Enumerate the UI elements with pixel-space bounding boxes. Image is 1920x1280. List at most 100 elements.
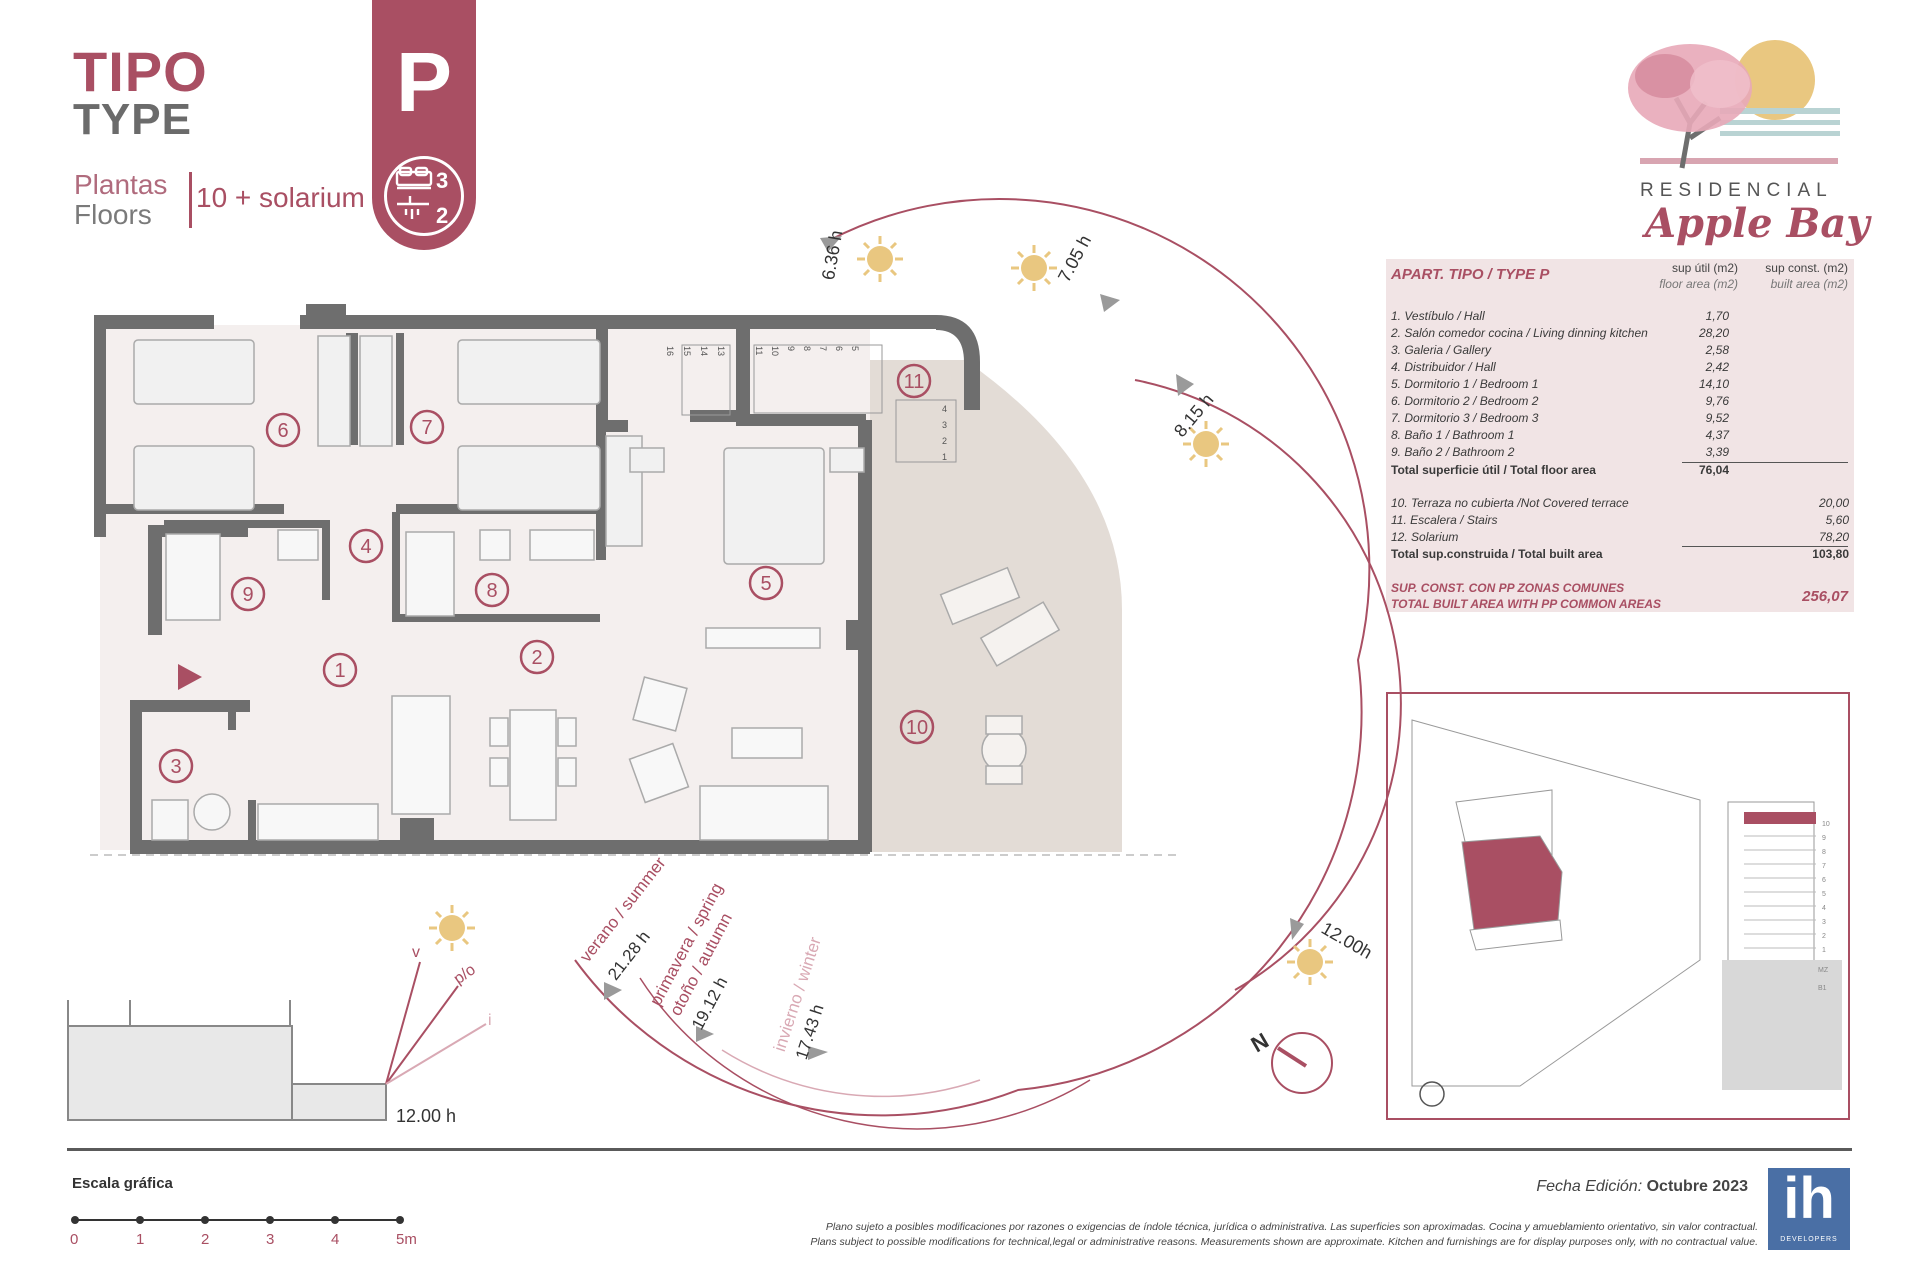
room-3-marker <box>158 748 194 784</box>
type-heading: TYPE <box>73 95 192 144</box>
stair-step-label: 7 <box>818 346 828 351</box>
room-2-marker <box>519 639 555 675</box>
section-label-v: v <box>412 944 420 961</box>
common-areas-label-es: SUP. CONST. CON PP ZONAS COMUNES <box>1391 581 1625 595</box>
scale-mark: 2 <box>201 1231 210 1248</box>
developer-logo <box>1768 1168 1850 1250</box>
stair-step-label: 15 <box>682 346 692 356</box>
scale-bar <box>74 1219 401 1221</box>
edition-date: Fecha Edición: Octubre 2023 <box>1536 1178 1748 1195</box>
level-label: B1 <box>1818 985 1827 992</box>
table-row: 10. Terraza no cubierta /Not Covered ter… <box>1391 496 1849 510</box>
scale-title: Escala gráfica <box>72 1175 173 1192</box>
room-number: 1 <box>334 660 345 682</box>
sun-path-arc-outer <box>574 197 1371 1117</box>
level-label: 10 <box>1822 821 1830 828</box>
table-rule <box>1682 546 1848 547</box>
level-label: 8 <box>1822 849 1826 856</box>
developer-logo-sub: DEVELOPERS <box>1780 1236 1838 1243</box>
floors-value: 10 + solarium <box>196 182 365 213</box>
stair-step-label: 9 <box>786 346 796 351</box>
stair-step-label: 4 <box>942 404 947 414</box>
floors-label: Floors <box>74 199 152 230</box>
sun-path-arc-inner <box>1134 379 1402 991</box>
stair-step-label: 3 <box>942 420 947 430</box>
sun-noon-label: 12.00 h <box>396 1106 457 1126</box>
bedroom-count: 3 <box>436 168 449 193</box>
footer-divider <box>67 1148 1852 1151</box>
level-label: 5 <box>1822 891 1826 898</box>
common-areas-label-en: TOTAL BUILT AREA WITH PP COMMON AREAS <box>1391 597 1661 611</box>
sun-icon <box>439 246 1323 975</box>
col-floor-area-title: sup útil (m2) <box>1671 261 1738 275</box>
room-number: 2 <box>531 647 542 669</box>
plantas-label: Plantas <box>74 169 168 200</box>
stair-step-label: 8 <box>802 346 812 351</box>
room-number: 3 <box>170 756 181 778</box>
room-number: 6 <box>277 420 288 442</box>
logo-residencial: RESIDENCIAL <box>1640 180 1833 201</box>
scale-mark: 3 <box>266 1231 275 1248</box>
common-areas-value: 256,07 <box>1802 588 1848 605</box>
stair-step-label: 10 <box>770 346 780 356</box>
stair-step-label: 11 <box>754 346 764 355</box>
shower-icon <box>397 196 429 219</box>
stair-step-label: 14 <box>699 346 709 356</box>
room-1-marker <box>322 652 358 688</box>
level-label: 4 <box>1822 905 1826 912</box>
stair-step-label: 5 <box>850 346 860 351</box>
bed-bath-icons <box>395 166 433 219</box>
level-label: 2 <box>1822 933 1826 940</box>
table-rule <box>1682 462 1848 463</box>
room-markers <box>158 363 935 784</box>
room-number: 11 <box>904 371 925 393</box>
type-letter: P <box>395 35 453 129</box>
sun-direction-markers <box>604 236 1304 1060</box>
level-label: 1 <box>1822 947 1826 954</box>
stair-step-label: 1 <box>942 452 947 462</box>
logo-apple-bay: Apple Bay <box>1645 200 1870 247</box>
room-8-marker <box>474 572 510 608</box>
keyplan-compass-icon <box>1419 1081 1445 1107</box>
room-6-marker <box>265 412 301 448</box>
sun-angle-lines <box>385 961 487 1085</box>
room-number: 5 <box>760 573 771 595</box>
room-number: 10 <box>906 717 928 739</box>
room-10-marker <box>899 709 935 745</box>
bathroom-fixtures <box>151 529 595 841</box>
col-built-area-sub: built area (m2) <box>1770 277 1848 291</box>
keyplan-drawing <box>1411 719 1842 1090</box>
apple-tree-logo <box>1628 40 1840 169</box>
stair-step-label: 2 <box>942 436 947 446</box>
room-number: 8 <box>486 580 497 602</box>
disclaimer-es: Plano sujeto a posibles modificaciones p… <box>825 1221 1758 1233</box>
scale-mark: 5m <box>396 1231 417 1248</box>
walls <box>94 304 980 854</box>
title-divider <box>189 172 192 228</box>
section-label-i: i <box>488 1012 492 1029</box>
table-row: 2. Salón comedor cocina / Living dinning… <box>1391 326 1729 340</box>
room-4-marker <box>348 528 384 564</box>
level-label: 6 <box>1822 877 1826 884</box>
room-numbers: 1 2 3 4 5 6 7 8 9 10 11 <box>170 371 928 778</box>
bathroom-count: 2 <box>436 203 449 228</box>
compass-icon <box>1271 1032 1333 1094</box>
table-total-row: Total superficie útil / Total floor area… <box>1391 463 1729 477</box>
level-label: MZ <box>1818 967 1829 974</box>
col-floor-area-sub: floor area (m2) <box>1659 277 1738 291</box>
terrace-furniture <box>939 566 1061 785</box>
room-9-marker <box>230 576 266 612</box>
bedroom-furniture <box>133 335 865 565</box>
level-label: 9 <box>1822 835 1826 842</box>
room-11-marker <box>896 363 932 399</box>
